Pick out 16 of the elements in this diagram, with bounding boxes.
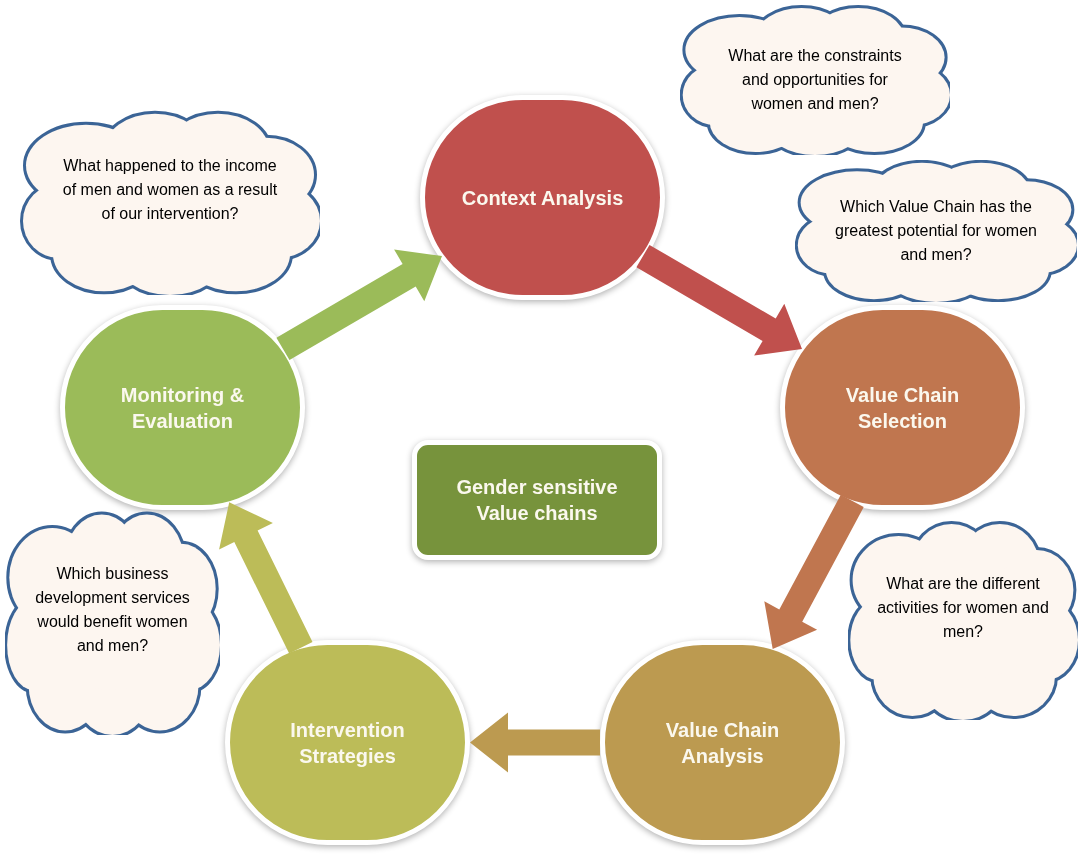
block-arrow	[764, 494, 864, 649]
question-text: Which Value Chain has the greatest potential for women and men?	[835, 198, 1037, 263]
stage-label: Gender sensitive Value chains	[455, 475, 619, 526]
stage-label: Value Chain Selection	[844, 382, 961, 434]
block-arrow	[636, 244, 802, 356]
question-text: What are the different activities for women and men?	[877, 575, 1049, 640]
block-arrow	[219, 502, 313, 654]
stage-label: Context Analysis	[460, 185, 625, 211]
stage-label: Intervention Strategies	[289, 717, 406, 769]
question-text: What are the constraints and opportunities for women and men?	[728, 47, 902, 112]
stage-label: Monitoring & Evaluation	[119, 382, 246, 434]
block-arrow	[470, 712, 600, 773]
block-arrow	[276, 249, 442, 361]
question-text: What happened to the income of men and women as a result of our intervention?	[62, 157, 278, 222]
question-text: Which business development services would benefit women and men?	[35, 565, 190, 654]
stage-label: Value Chain Analysis	[664, 717, 781, 769]
